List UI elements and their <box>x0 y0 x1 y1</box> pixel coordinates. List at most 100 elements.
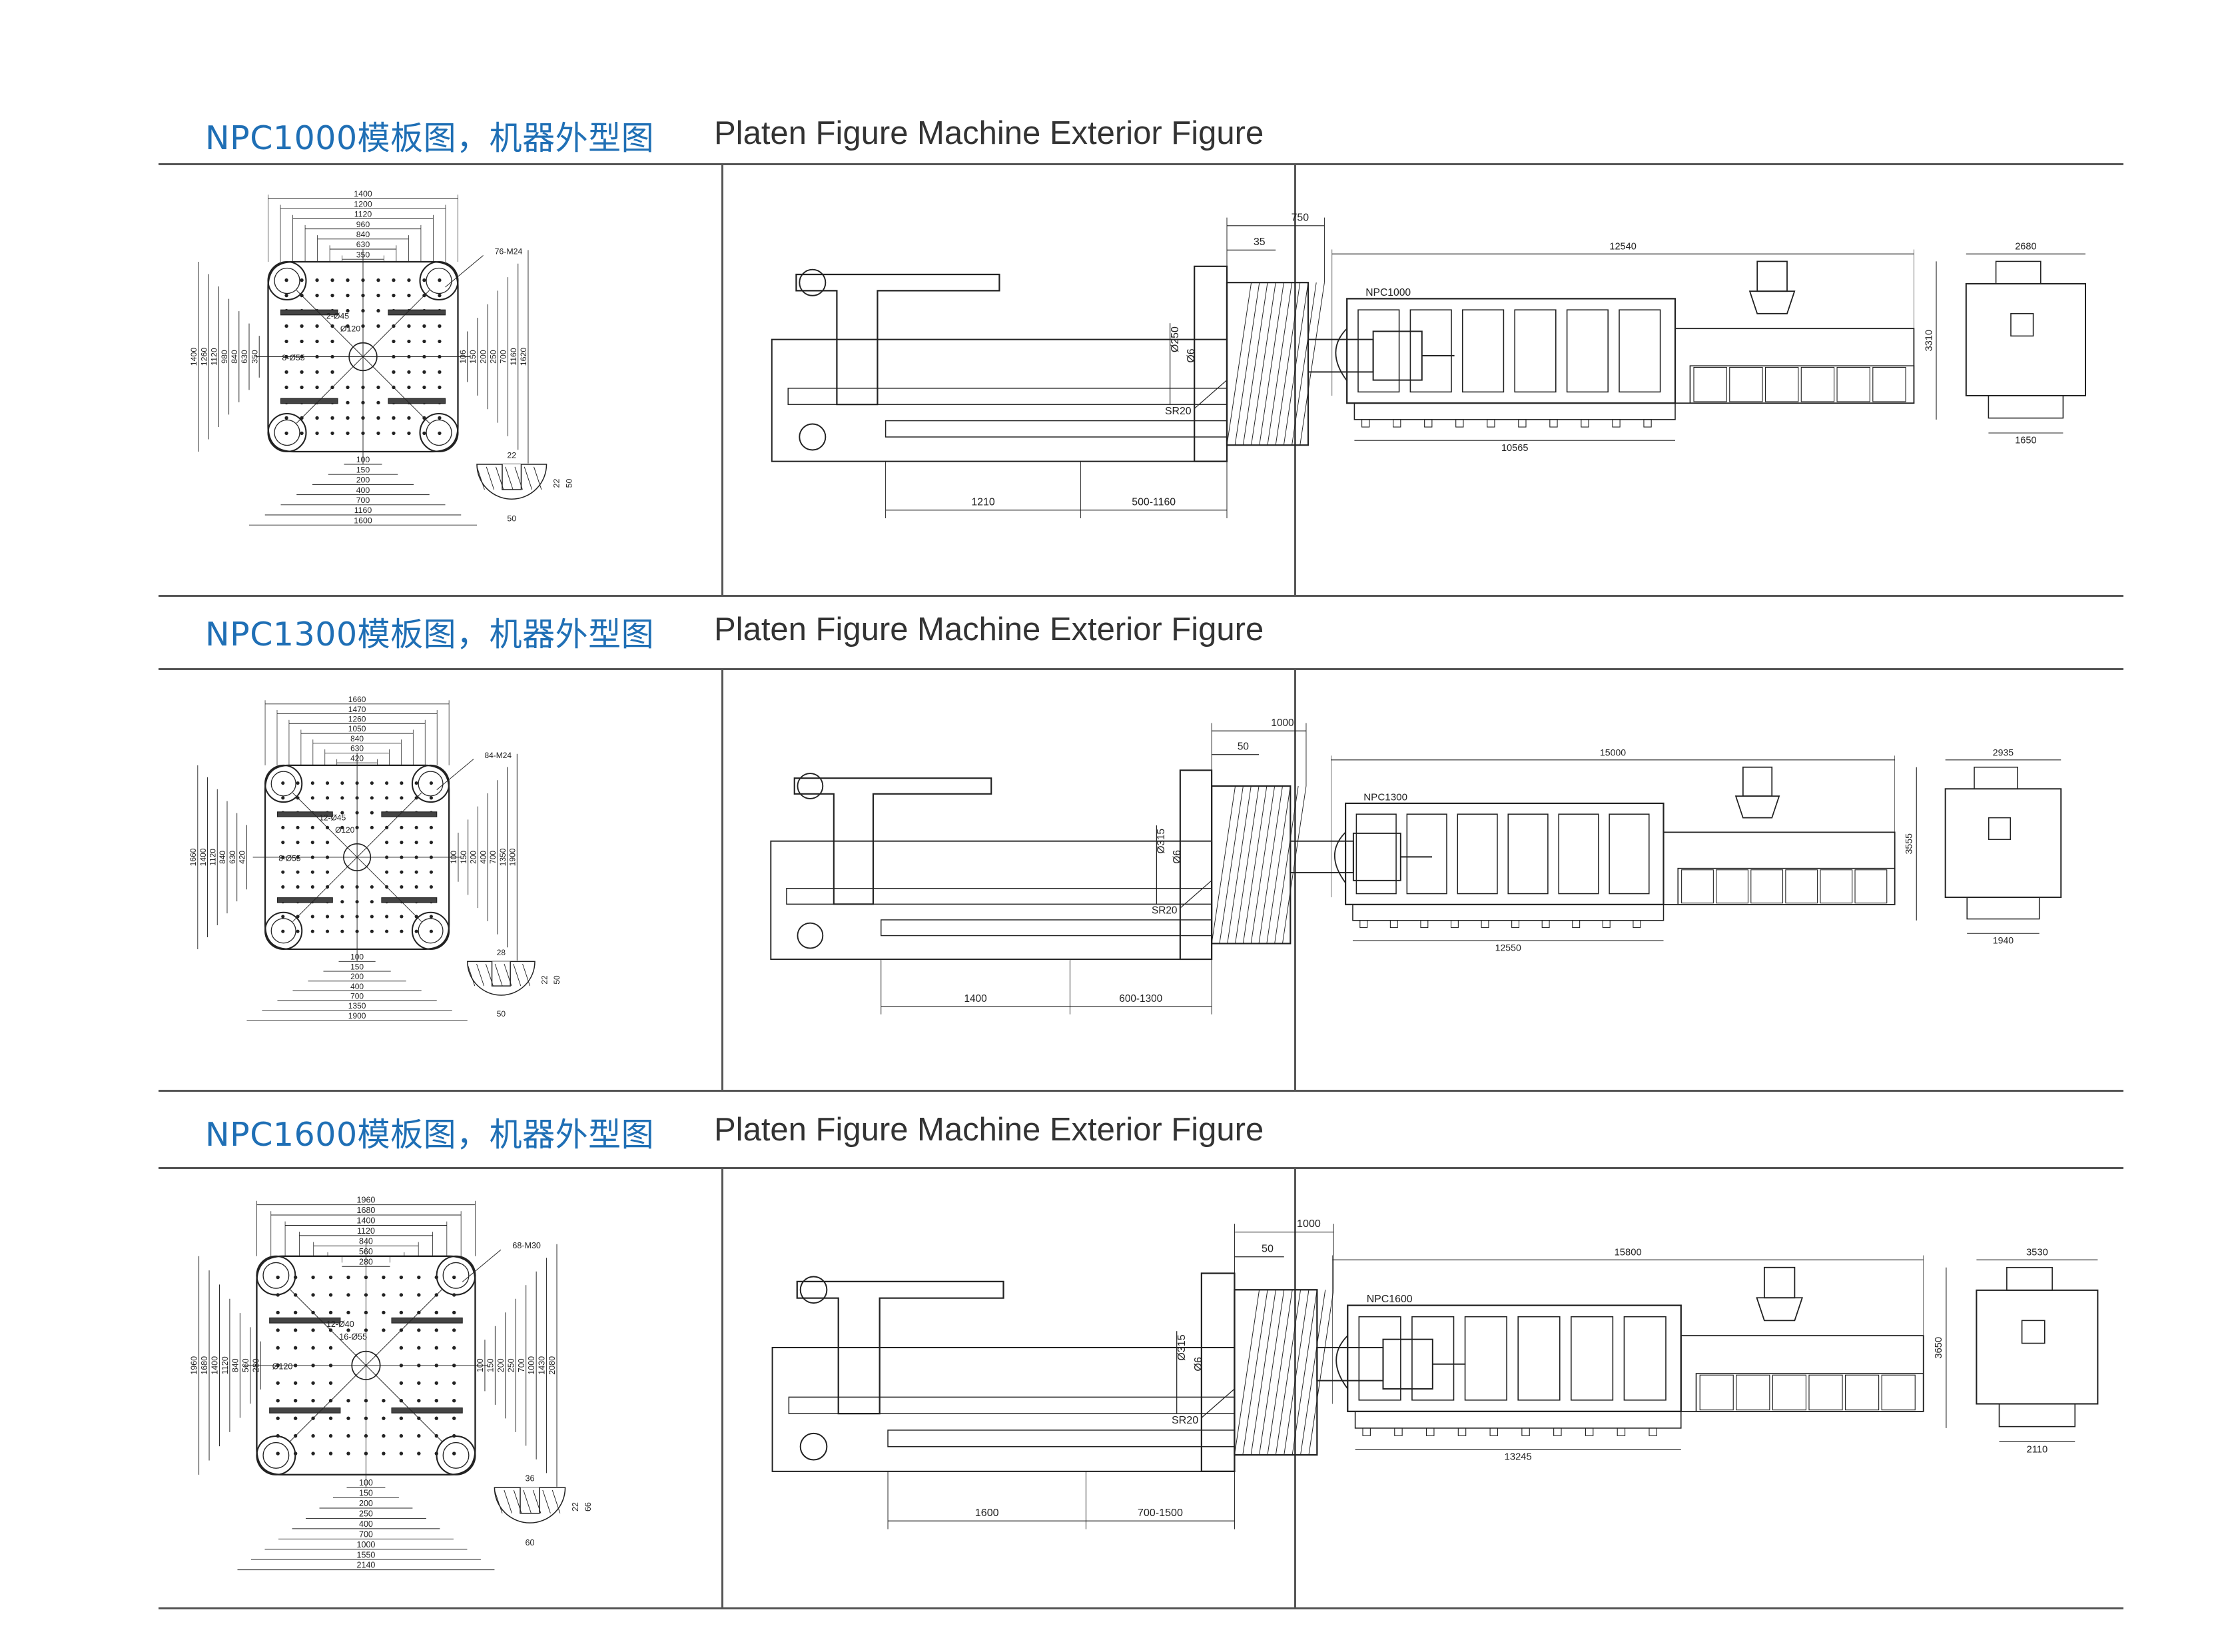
dimension-label: 1900 <box>508 848 518 866</box>
drawing-rect <box>1677 867 1896 905</box>
drawing-line <box>504 963 512 987</box>
drawing-line <box>496 466 504 490</box>
tapped-hole <box>438 385 442 390</box>
drawing-path <box>1335 1335 1348 1390</box>
drawing-rect <box>1612 419 1621 428</box>
dimension-label: 2-Ø45 <box>326 312 349 321</box>
drawing-circle <box>348 342 378 372</box>
tapped-hole <box>438 416 442 420</box>
drawing-rect <box>1617 1428 1626 1436</box>
dimension-label: 630 <box>356 240 370 249</box>
tapped-hole <box>340 825 344 829</box>
drawing-rect <box>1425 1428 1435 1436</box>
dimension-label: 350 <box>250 350 259 364</box>
dimension-label: SR20 <box>1172 1414 1198 1426</box>
drawing-line <box>1242 785 1268 944</box>
dimension-label: 400 <box>350 982 364 991</box>
section-title-row: NPC1600模板图，机器外型图 <box>205 1108 654 1155</box>
tapped-hole <box>452 1346 456 1350</box>
drawing-rect <box>1411 1316 1455 1401</box>
drawing-circle <box>418 771 444 797</box>
drawing-rect <box>1389 920 1398 929</box>
drawing-path <box>1333 831 1346 883</box>
tapped-hole <box>422 324 426 328</box>
dimension-label: 630 <box>228 851 237 864</box>
dimension-label: 35 <box>1254 236 1266 248</box>
tapped-hole <box>330 293 334 298</box>
tapped-hole <box>407 293 411 298</box>
tapped-hole <box>417 1381 421 1385</box>
tapped-hole <box>293 1346 298 1350</box>
tapped-hole <box>310 870 314 874</box>
drawing-rect <box>1845 1374 1880 1411</box>
dimension-label: Ø120 <box>272 1362 293 1372</box>
tapped-hole <box>452 1310 456 1315</box>
dimension-label: 1160 <box>354 506 372 515</box>
tapped-hole <box>296 885 300 889</box>
tapped-hole <box>296 781 300 785</box>
tapped-hole <box>346 1275 350 1280</box>
dimension-label: 50 <box>507 514 516 524</box>
drawing-path <box>1179 769 1213 961</box>
drawing-circle <box>267 412 307 453</box>
tapped-hole <box>296 929 300 933</box>
tapped-hole <box>325 870 330 874</box>
tapped-hole <box>417 1346 421 1350</box>
dimension-label: 50 <box>1238 741 1249 753</box>
drawing-circle <box>426 267 452 294</box>
tapped-hole <box>328 1310 333 1315</box>
drawing-circle <box>270 918 296 944</box>
drawing-rect <box>1507 813 1549 895</box>
tapped-hole <box>293 1451 298 1455</box>
drawing-path <box>494 1487 566 1523</box>
drawing-rect <box>388 309 446 316</box>
dimension-label: 1350 <box>348 1001 366 1011</box>
tapped-hole <box>328 1416 333 1420</box>
tapped-hole <box>315 293 319 298</box>
tapped-hole <box>392 370 396 374</box>
drawing-rect <box>1372 330 1423 381</box>
drawing-path <box>1734 795 1780 819</box>
drawing-rect <box>381 811 438 817</box>
drawing-rect <box>1756 260 1788 292</box>
dimension-label: 1400 <box>198 848 208 866</box>
drawing-rect <box>1307 338 1374 373</box>
drawing-rect <box>1764 366 1799 402</box>
dimension-label: 1120 <box>357 1226 375 1236</box>
dimension-label: 50 <box>552 975 561 985</box>
tapped-hole <box>284 339 288 344</box>
dimension-label: 76-M24 <box>495 247 523 256</box>
drawing-path <box>1335 328 1347 382</box>
tapped-hole <box>438 293 442 298</box>
drawing-path <box>771 338 1228 462</box>
dimension-label: 1000 <box>1297 1218 1321 1230</box>
tapped-hole <box>293 1381 298 1385</box>
dimension-label: 100 <box>350 953 364 962</box>
dimension-label: 1200 <box>354 199 372 208</box>
drawing-rect <box>1514 309 1557 393</box>
dimension-label: Ø120 <box>335 825 355 835</box>
tapped-hole <box>392 416 396 420</box>
dimension-label: 50 <box>497 1009 506 1019</box>
drawing-rect <box>1518 419 1527 428</box>
drawing-line <box>1251 282 1276 446</box>
tapped-hole <box>452 1275 456 1280</box>
tapped-hole <box>376 416 380 420</box>
drawing-rect <box>276 811 333 817</box>
drawing-line <box>1266 785 1291 944</box>
drawing-rect <box>1772 1374 1807 1411</box>
tapped-hole <box>328 1293 333 1297</box>
drawing-rect <box>381 897 438 903</box>
drawing-path <box>256 1255 476 1475</box>
tapped-hole <box>276 1275 280 1280</box>
drawing-line <box>1292 282 1317 446</box>
tapped-hole <box>429 915 433 919</box>
tapped-hole <box>399 1293 404 1297</box>
drawing-rect <box>1699 1374 1734 1411</box>
tapped-hole <box>452 1451 456 1455</box>
drawing-rect <box>1609 813 1650 895</box>
tapped-hole <box>346 1293 350 1297</box>
panel-separator <box>721 668 723 1090</box>
